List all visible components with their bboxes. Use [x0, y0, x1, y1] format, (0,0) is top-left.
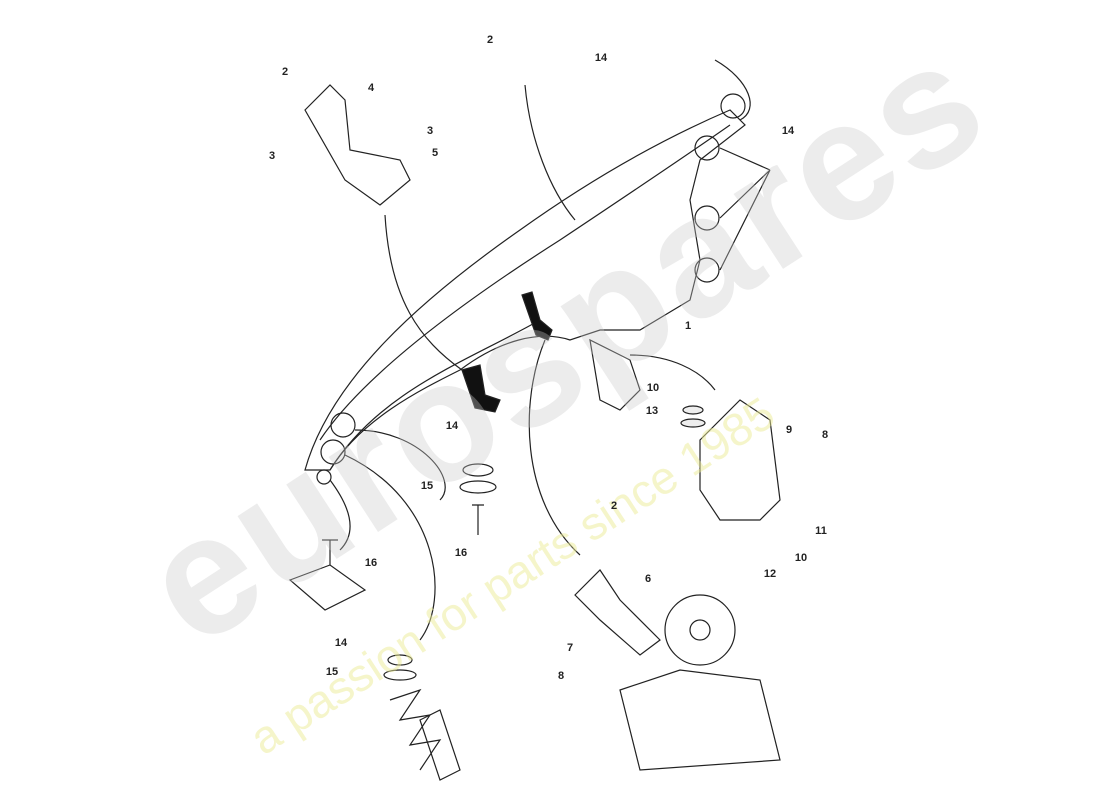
- callout-2: 2: [281, 66, 289, 78]
- panel-bracket: [589, 338, 641, 411]
- bracket-4: [304, 84, 411, 206]
- arrow-line: [719, 147, 771, 271]
- detail-circle: [330, 412, 356, 438]
- main-panel-outline: [304, 109, 746, 471]
- detail-circle: [316, 469, 332, 485]
- callout-7: 7: [566, 642, 574, 654]
- arrow-line: [354, 429, 446, 501]
- washer: [680, 418, 706, 428]
- panel-inner-edge: [319, 124, 731, 441]
- callout-15: 15: [325, 666, 339, 678]
- washer: [462, 463, 494, 477]
- callout-14: 14: [781, 125, 795, 137]
- callout-3: 3: [426, 125, 434, 137]
- subframe: [619, 669, 781, 771]
- callout-6: 6: [644, 573, 652, 585]
- callout-8: 8: [821, 429, 829, 441]
- panel-lower-edge: [329, 319, 541, 471]
- detail-circle: [720, 93, 746, 119]
- bracket-9-plate: [699, 399, 781, 521]
- washer: [383, 669, 417, 681]
- callout-3: 3: [268, 150, 276, 162]
- arrow-line: [344, 454, 436, 641]
- callout-15: 15: [420, 480, 434, 492]
- gasket-plate: [288, 564, 367, 611]
- arrow-line: [714, 59, 751, 121]
- callout-10: 10: [646, 382, 660, 394]
- callout-5: 5: [431, 147, 439, 159]
- lower-bracket: [419, 709, 461, 781]
- callout-2: 2: [610, 500, 618, 512]
- arrow-line: [524, 84, 576, 221]
- callout-13: 13: [645, 405, 659, 417]
- engine-mount-hub: [689, 619, 711, 641]
- callout-16: 16: [454, 547, 468, 559]
- callout-11: 11: [815, 525, 827, 537]
- bolt-16b: [322, 539, 338, 565]
- arrow-line: [528, 339, 581, 556]
- callout-8: 8: [557, 670, 565, 682]
- black-clip-left: [461, 364, 501, 413]
- washer: [387, 654, 413, 666]
- bolt-16: [472, 504, 484, 535]
- arrow-line: [329, 479, 351, 551]
- detail-circle: [694, 135, 720, 161]
- detail-circle: [694, 205, 720, 231]
- callout-10: 10: [794, 552, 808, 564]
- washer: [459, 480, 497, 494]
- callout-1: 1: [684, 320, 692, 332]
- callout-4: 4: [367, 82, 375, 94]
- callout-14: 14: [594, 52, 608, 64]
- callout-16: 16: [364, 557, 378, 569]
- bracket-6: [574, 569, 661, 656]
- detail-circle: [694, 257, 720, 283]
- callout-9: 9: [785, 424, 793, 436]
- engine-mount: [664, 594, 736, 666]
- arrow-line: [629, 354, 716, 391]
- washer: [682, 405, 704, 415]
- black-clip-right: [521, 291, 553, 341]
- callout-14: 14: [445, 420, 459, 432]
- callout-2: 2: [486, 34, 494, 46]
- detail-circle: [320, 439, 346, 465]
- arrow-line: [384, 214, 463, 371]
- callout-12: 12: [763, 568, 777, 580]
- callout-14: 14: [334, 637, 348, 649]
